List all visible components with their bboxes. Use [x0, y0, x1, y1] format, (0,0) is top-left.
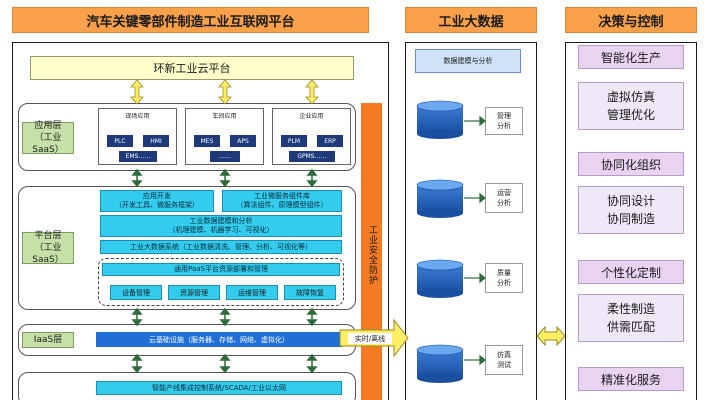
decision-custom-title: 个性化定制	[578, 260, 684, 284]
platform-layer-label-line1: 平台层	[34, 231, 62, 241]
decision-header: 决策与控制	[565, 7, 697, 33]
paas-item-recovery: 故障恢复	[284, 285, 336, 300]
analysis-quality-line1: 质量	[497, 269, 511, 277]
app-item-hmi: HMI	[143, 135, 169, 147]
decision-frame	[565, 42, 697, 400]
realtime-label: 实时/离线	[348, 333, 392, 344]
bigdata-frame	[405, 42, 537, 400]
app-item-gpms: GPMS……	[289, 151, 335, 162]
microservice-lib-line1: 工业微服务组件库	[254, 192, 310, 200]
analysis-management-line1: 管理	[497, 112, 511, 120]
decision-co-line2: 协同制造	[606, 212, 655, 226]
app-group-enterprise-title: 企业应用	[299, 113, 324, 120]
decision-smart-production-title: 智能化生产	[578, 45, 684, 69]
db-management-label: 管理 数据库	[417, 107, 463, 133]
app-group-workshop: 车间应用 MES APS ……	[185, 108, 264, 165]
db-marketing-line1: 营销	[433, 190, 446, 197]
db-management-line2: 数据库	[430, 121, 449, 128]
analysis-quality-line2: 分析	[497, 279, 511, 287]
decision-co-line1: 协同设计	[606, 194, 655, 208]
bigdata-system-box: 工业大数据系统（工业数据清洗、管理、分析、可视化等）	[100, 240, 342, 254]
db-line-line1: 产线	[433, 355, 446, 362]
app-dev-line1: 应用开发	[143, 192, 171, 200]
edge-bar: 智能产线集成控制系统/SCADA/工业以太网	[96, 381, 342, 395]
app-group-field-title: 现场应用	[125, 113, 150, 120]
data-modeling-line1: 工业数据建模和分析	[189, 217, 253, 225]
microservice-lib-line2: （算法组件、原理模型组件）	[236, 201, 328, 209]
app-item-erp: ERP	[317, 135, 343, 147]
decision-collab-org-box: 协同设计 协同制造	[578, 186, 684, 234]
decision-sp-line2: 管理优化	[606, 108, 655, 122]
db-quality-line1: 质量	[433, 270, 446, 277]
analysis-operation-line2: 分析	[497, 199, 511, 207]
app-item-ems: EMS……	[119, 151, 157, 162]
decision-custom-box: 柔性制造 供需匹配	[578, 294, 684, 342]
paas-item-ops: 运维管理	[226, 285, 278, 300]
data-modeling-box: 工业数据建模和分析 （机理建模、机器学习、可视化）	[100, 215, 342, 237]
app-item-plc: PLC	[107, 135, 133, 147]
app-group-enterprise: 企业应用 PLM ERP GPMS……	[272, 108, 351, 165]
analysis-simulation-line2: 测试	[497, 361, 511, 369]
decision-smart-production-box: 虚拟仿真 管理优化	[578, 82, 684, 130]
platform-layer-label-line2: （工业SaaS）	[32, 243, 64, 265]
analysis-quality-box: 质量 分析	[485, 263, 523, 293]
bigdata-modeling-box: 数据建模与分析	[415, 49, 521, 73]
analysis-simulation-box: 仿真 测试	[485, 345, 523, 375]
app-group-field: 现场应用 PLC HMI EMS……	[98, 108, 177, 165]
db-management-line1: 管理	[433, 111, 446, 118]
platform-header: 汽车关键零部件制造工业互联网平台	[12, 7, 369, 33]
app-layer-label: 应用层 （工业SaaS）	[22, 121, 74, 155]
analysis-operation-line1: 运营	[497, 189, 511, 197]
decision-cu-line1: 柔性制造	[606, 302, 655, 316]
platform-layer-label: 平台层 （工业SaaS）	[22, 231, 74, 265]
app-item-mes: MES	[194, 135, 220, 147]
paas-title-box: 通用PaaS平台资源部署和管理	[102, 263, 340, 276]
platform-frame	[12, 42, 389, 400]
iaas-content-bar: 云基础设施（服务器、存储、网络、虚拟化）	[96, 332, 342, 347]
cloud-platform-box: 环新工业云平台	[30, 56, 354, 80]
data-modeling-line2: （机理建模、机器学习、可视化）	[168, 226, 274, 234]
decision-precision-service-title: 精准化服务	[578, 367, 684, 391]
paas-item-resource: 资源管理	[168, 285, 220, 300]
bigdata-header: 工业大数据	[405, 7, 537, 33]
paas-group	[98, 258, 344, 306]
db-line-line2: 数据库	[430, 365, 449, 372]
decision-cu-line2: 供需匹配	[606, 320, 655, 334]
analysis-management-line2: 分析	[497, 122, 511, 130]
app-dev-box: 应用开发 （开发工具、微服务框架）	[100, 190, 214, 212]
db-line-label: 产线 数据库	[417, 351, 463, 377]
app-item-plm: PLM	[281, 135, 307, 147]
db-marketing-line2: 数据库	[430, 200, 449, 207]
paas-item-device: 设备管理	[110, 285, 162, 300]
decision-sp-line1: 虚拟仿真	[606, 90, 655, 104]
app-layer-label-line2: （工业SaaS）	[32, 133, 64, 155]
db-quality-line2: 数据库	[430, 280, 449, 287]
analysis-simulation-line1: 仿真	[497, 351, 511, 359]
yellow-double-arrow-decision	[536, 325, 566, 347]
app-item-aps: APS	[230, 135, 256, 147]
decision-collab-org-title: 协同化组织	[578, 152, 684, 176]
db-marketing-label: 营销 数据库	[417, 186, 463, 212]
iaas-layer-label: IaaS层	[22, 332, 74, 348]
app-item-more: ……	[210, 151, 240, 162]
app-dev-line2: （开发工具、微服务框架）	[115, 201, 199, 209]
analysis-management-box: 管理 分析	[485, 107, 523, 135]
app-group-workshop-title: 车间应用	[212, 113, 237, 120]
analysis-operation-box: 运营 分析	[485, 183, 523, 213]
app-layer-label-line1: 应用层	[34, 121, 62, 131]
security-bar: 工业安全防护	[361, 103, 382, 400]
db-quality-label: 质量 数据库	[417, 266, 463, 292]
microservice-lib-box: 工业微服务组件库 （算法组件、原理模型组件）	[222, 190, 342, 212]
